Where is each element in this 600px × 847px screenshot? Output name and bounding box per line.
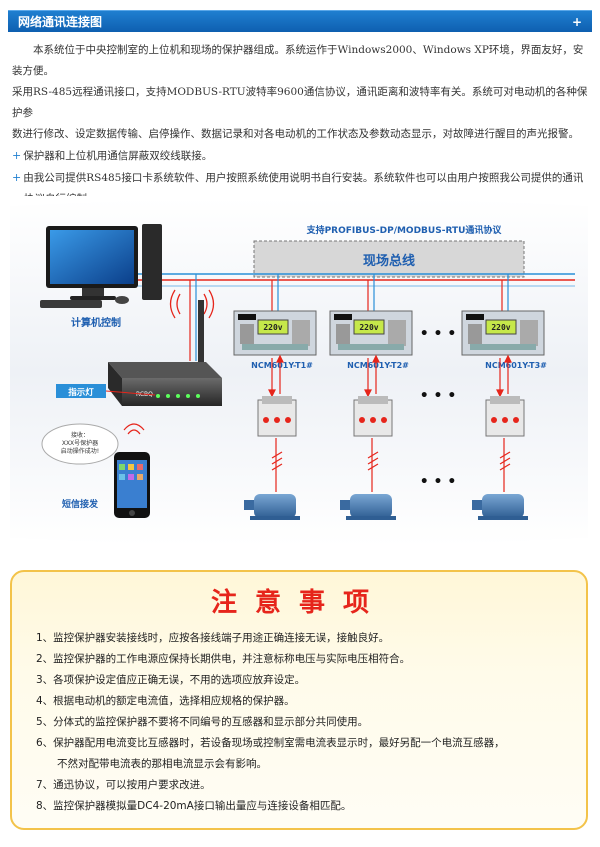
note-item: 1、监控保护器安装接线时，应按各接线端子用途正确连接无误，接触良好。 bbox=[36, 632, 390, 644]
bullet-1-text: 保护器和上位机用通信屏蔽双绞线联接。 bbox=[23, 150, 213, 162]
field-bus-label: 现场总线 bbox=[363, 253, 415, 269]
note-item: 4、根据电动机的额定电流值，选择相应规格的保护器。 bbox=[36, 695, 295, 707]
indicator-label-box bbox=[56, 384, 106, 398]
field-bus-box bbox=[253, 240, 525, 278]
gateway-device-icon: RCBQ bbox=[108, 300, 222, 406]
note-item: 7、通迅协议，可以按用户要求改进。 bbox=[36, 779, 211, 791]
sms-label: 短信接发 bbox=[62, 498, 99, 510]
note-item: 8、监控保护器模拟量DC4-20mA接口输出量应与连接设备相匹配。 bbox=[36, 800, 352, 812]
bubble-line-1: 接收： bbox=[71, 431, 89, 439]
motor-2 bbox=[340, 494, 396, 520]
intro-para-1: 本系统位于中央控制室的上位机和现场的保护器组成。系统运作于Windows2000… bbox=[12, 44, 584, 77]
section-title: 网络通讯连接图 bbox=[18, 15, 103, 29]
intro-text: 本系统位于中央控制室的上位机和现场的保护器组成。系统运作于Windows2000… bbox=[12, 40, 590, 210]
computer-icon bbox=[40, 224, 162, 308]
smartphone-icon bbox=[114, 452, 150, 518]
network-diagram: 支持PROFIBUS-DP/MODBUS-RTU通讯协议 现场总线 计算机控制 bbox=[10, 196, 588, 548]
unit-2-display: 220v bbox=[359, 323, 378, 332]
bullet-plus-icon: + bbox=[12, 149, 22, 162]
note-item: 3、各项保护设定值应正确无误，不用的选项应放弃设定。 bbox=[36, 674, 306, 686]
wireless-signal-icon bbox=[169, 289, 215, 319]
unit-1-display: 220v bbox=[263, 323, 282, 332]
phone-signal-icon bbox=[123, 423, 145, 435]
motor-1 bbox=[244, 494, 300, 520]
bubble-line-3: 启动操作成功! bbox=[61, 447, 99, 455]
bubble-line-2: XXX号保护器 bbox=[62, 439, 98, 447]
indicator-label: 指示灯 bbox=[68, 387, 94, 398]
protocol-label: 支持PROFIBUS-DP/MODBUS-RTU通讯协议 bbox=[306, 224, 503, 236]
expand-icon[interactable]: + bbox=[571, 15, 582, 29]
notes-title: 注意事项 bbox=[210, 588, 387, 618]
ellipsis-units: • • • bbox=[420, 326, 457, 342]
note-item: 5、分体式的监控保护器不要将不同编号的互感器和显示部分共同使用。 bbox=[36, 716, 369, 728]
contactor-2 bbox=[353, 396, 393, 437]
unit-1-label: NCM601Y-T1# bbox=[251, 361, 313, 370]
notes-list: 1、监控保护器安装接线时，应按各接线端子用途正确连接无误，接触良好。 2、监控保… bbox=[36, 628, 576, 817]
note-item: 6、保护器配用电流变比互感器时，若设备现场或控制室需电流表显示时，最好另配一个电… bbox=[36, 737, 505, 749]
intro-bullet-1: +保护器和上位机用通信屏蔽双绞线联接。 bbox=[12, 145, 590, 167]
motor-3 bbox=[472, 494, 528, 520]
sms-bubble: 接收： XXX号保护器 启动操作成功! bbox=[41, 423, 119, 465]
notes-panel: 注意事项 1、监控保护器安装接线时，应按各接线端子用途正确连接无误，接触良好。 … bbox=[10, 570, 588, 830]
note-item: 2、监控保护器的工作电源应保持长期供电，并注意标称电压与实际电压相符合。 bbox=[36, 653, 411, 665]
bullet-2-text: 由我公司提供RS485接口卡系统软件、用户按照系统使用说明书自行安装。系统软件也… bbox=[23, 172, 584, 184]
computer-label: 计算机控制 bbox=[71, 316, 121, 329]
contactor-1 bbox=[257, 396, 297, 437]
unit-3-label: NCM601Y-T3# bbox=[485, 361, 547, 370]
indicator-arrow bbox=[105, 390, 156, 396]
section-header: 网络通讯连接图 + bbox=[8, 10, 592, 32]
unit-3-display: 220v bbox=[491, 323, 510, 332]
intro-para-3: 数进行修改、设定数据传输、启停操作、数据记录和对各电动机的工作状态及参数动态显示… bbox=[12, 128, 579, 140]
protector-unit-1: 220v bbox=[233, 310, 317, 356]
ellipsis-motors: • • • bbox=[420, 474, 457, 490]
ellipsis-contactors: • • • bbox=[420, 388, 457, 404]
note-item-continued: 不然对配带电流表的那相电流显示会有影响。 bbox=[57, 758, 267, 770]
intro-para-2: 采用RS-485远程通讯接口，支持MODBUS-RTU波特率9600通信协议，通… bbox=[12, 86, 588, 119]
bullet-plus-icon: + bbox=[12, 171, 22, 184]
protector-unit-3: 220v bbox=[461, 310, 545, 356]
unit-2-label: NCM601Y-T2# bbox=[347, 361, 409, 370]
contactor-3 bbox=[485, 396, 525, 437]
protector-unit-2: 220v bbox=[329, 310, 413, 356]
